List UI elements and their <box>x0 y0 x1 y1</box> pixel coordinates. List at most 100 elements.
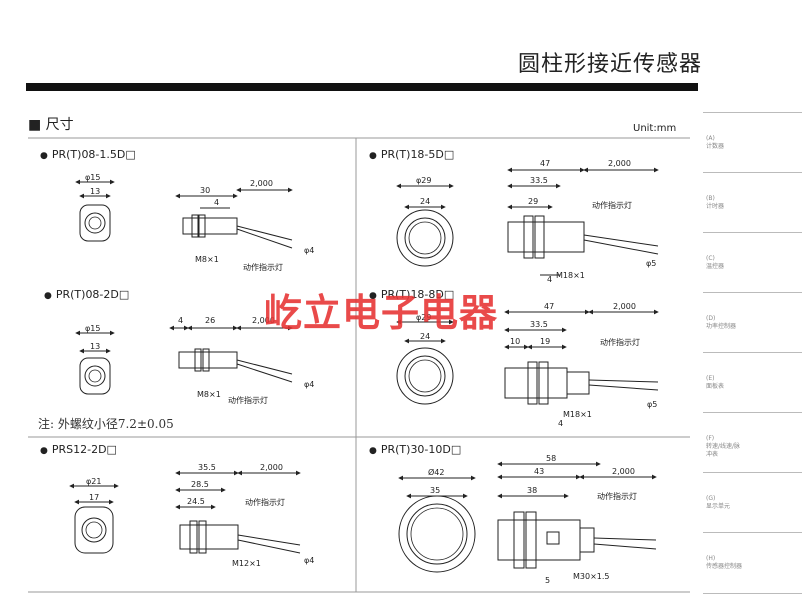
dim-a: 4 <box>178 316 183 325</box>
sidebar-item-code: (E) <box>706 375 715 382</box>
dim-cable: 2,000 <box>260 463 283 472</box>
dim-inner: 13 <box>90 187 100 196</box>
labels-pr30-10d: Ø42 35 58 43 2,000 38 动作指示灯 M30×1.5 5 <box>428 454 637 585</box>
bullet-icon: ● <box>44 291 52 301</box>
dim-small: 5 <box>545 576 550 585</box>
sidebar-item-label: 面板表 <box>706 383 725 390</box>
model-name: PR(T)08-2D□ <box>55 288 130 301</box>
watermark: 屹立电子电器 <box>264 291 499 335</box>
sidebar-item-timer[interactable]: (B)计时器 <box>703 172 802 233</box>
led-label: 动作指示灯 <box>243 262 283 272</box>
thread-note: 注: 外螺纹小径7.2±0.05 <box>38 417 174 431</box>
dim-b: 33.5 <box>530 176 548 185</box>
model-name: PR(T)18-8D□ <box>380 288 455 301</box>
led-label: 动作指示灯 <box>245 497 285 507</box>
thread-label: M8×1 <box>197 390 221 399</box>
dim-outer: φ29 <box>416 176 431 185</box>
thread-label: M18×1 <box>556 271 585 280</box>
cable-dia-label: φ5 <box>646 259 656 268</box>
model-title-pr30-10d: ●PR(T)30-10D□ <box>369 443 461 456</box>
sidebar-item-code: (H) <box>706 555 716 562</box>
sidebar-item-speed-meter[interactable]: (F)转速/线速/脉冲表 <box>703 412 802 473</box>
cable-dia-label: φ4 <box>304 246 314 255</box>
header-bar <box>26 83 698 91</box>
dim-outer: φ15 <box>85 173 100 182</box>
led-label: 动作指示灯 <box>592 200 632 210</box>
model-name: PR(T)18-5D□ <box>380 148 455 161</box>
dim-length: 30 <box>200 186 210 195</box>
drawing-pr08-15d <box>75 179 293 249</box>
model-title-pr18-5d: ●PR(T)18-5D□ <box>369 148 454 161</box>
model-name: PR(T)30-10D□ <box>380 443 462 456</box>
drawing-pr18-5d <box>396 167 659 276</box>
sidebar: (A)计数器 (B)计时器 (C)温控器 (D)功率控制器 (E)面板表 (F)… <box>703 112 802 594</box>
unit-label: Unit:mm <box>633 123 677 134</box>
dim-cable: 2,000 <box>613 302 636 311</box>
sidebar-item-code: (B) <box>706 195 715 202</box>
sidebar-item-counter[interactable]: (A)计数器 <box>703 112 802 173</box>
labels-prs12-2d: φ21 17 35.5 2,000 28.5 24.5 动作指示灯 M12×1 … <box>86 463 314 568</box>
dim-c: 10 <box>510 337 520 346</box>
thread-label: M8×1 <box>195 255 219 264</box>
model-title-pr08-2d: ●PR(T)08-2D□ <box>44 288 129 301</box>
dim-c: 38 <box>527 486 537 495</box>
model-title-prs12-2d: ●PRS12-2D□ <box>40 443 117 456</box>
cable-dia-label: φ4 <box>304 380 314 389</box>
dim-inner: 17 <box>89 493 99 502</box>
dim-inner: 24 <box>420 332 430 341</box>
sidebar-item-panel-meter[interactable]: (E)面板表 <box>703 352 802 413</box>
sidebar-item-code: (A) <box>706 135 715 142</box>
sidebar-item-label: 显示单元 <box>706 503 731 510</box>
sidebar-item-label: 温控器 <box>706 263 725 270</box>
section-title: ■ 尺寸 <box>28 117 74 133</box>
dim-a: 58 <box>546 454 556 463</box>
cable-dia-label: φ5 <box>647 400 657 409</box>
dim-outer: φ15 <box>85 324 100 333</box>
sidebar-item-code: (C) <box>706 255 715 262</box>
dim-c: 24.5 <box>187 497 205 506</box>
dim-a: 47 <box>544 302 554 311</box>
led-label: 动作指示灯 <box>228 395 268 405</box>
sidebar-item-temp-controller[interactable]: (C)温控器 <box>703 232 802 293</box>
led-label: 动作指示灯 <box>597 491 637 501</box>
bullet-icon: ● <box>369 151 377 161</box>
sidebar-item-code: (D) <box>706 315 716 322</box>
dim-cable: 2,000 <box>612 467 635 476</box>
dim-cable: 2,000 <box>252 316 275 325</box>
dim-b: 26 <box>205 316 215 325</box>
model-title-pr08-15d: ●PR(T)08-1.5D□ <box>40 148 136 161</box>
sidebar-item-label: 计数器 <box>706 143 725 150</box>
model-name: PRS12-2D□ <box>51 443 117 456</box>
sidebar-item-label: 功率控制器 <box>706 323 737 330</box>
led-label: 动作指示灯 <box>600 337 640 347</box>
dim-b: 43 <box>534 467 544 476</box>
dim-b: 33.5 <box>530 320 548 329</box>
sidebar-item-display-unit[interactable]: (G)显示单元 <box>703 472 802 533</box>
drawing-pr18-8d <box>396 309 659 405</box>
drawing-prs12-2d <box>69 470 301 554</box>
dim-inner: 13 <box>90 342 100 351</box>
sidebar-item-label: 计时器 <box>706 203 725 210</box>
sidebar-item-sensor-controller[interactable]: (H)传感器控制器 <box>703 532 802 594</box>
sidebar-item-label: 转速/线速/脉冲表 <box>706 443 741 458</box>
thread-label: M18×1 <box>563 410 592 419</box>
labels-pr18-5d: φ29 24 47 2,000 33.5 29 动作指示灯 M18×1 4 φ5 <box>416 159 656 284</box>
sidebar-item-power-controller[interactable]: (D)功率控制器 <box>703 292 802 353</box>
section-grid <box>28 137 690 593</box>
dim-small: 4 <box>214 198 219 207</box>
bullet-icon: ● <box>369 291 377 301</box>
dim-inner: 35 <box>430 486 440 495</box>
drawing-pr08-2d <box>75 325 293 395</box>
bullet-icon: ● <box>369 446 377 456</box>
model-title-pr18-8d: ●PR(T)18-8D□ <box>369 288 454 301</box>
dim-d: 19 <box>540 337 550 346</box>
dim-outer: φ21 <box>86 477 101 486</box>
labels-pr18-8d: φ29 24 47 2,000 33.5 10 19 动作指示灯 M18×1 4… <box>416 302 657 428</box>
drawing-pr30-10d <box>398 461 657 573</box>
labels-pr08-2d: φ15 13 4 26 2,000 M8×1 动作指示灯 φ4 <box>85 316 314 405</box>
dim-cable: 2,000 <box>608 159 631 168</box>
dim-small: 4 <box>547 275 552 284</box>
dim-cable: 2,000 <box>250 179 273 188</box>
bullet-icon: ● <box>40 446 48 456</box>
dim-a: 35.5 <box>198 463 216 472</box>
